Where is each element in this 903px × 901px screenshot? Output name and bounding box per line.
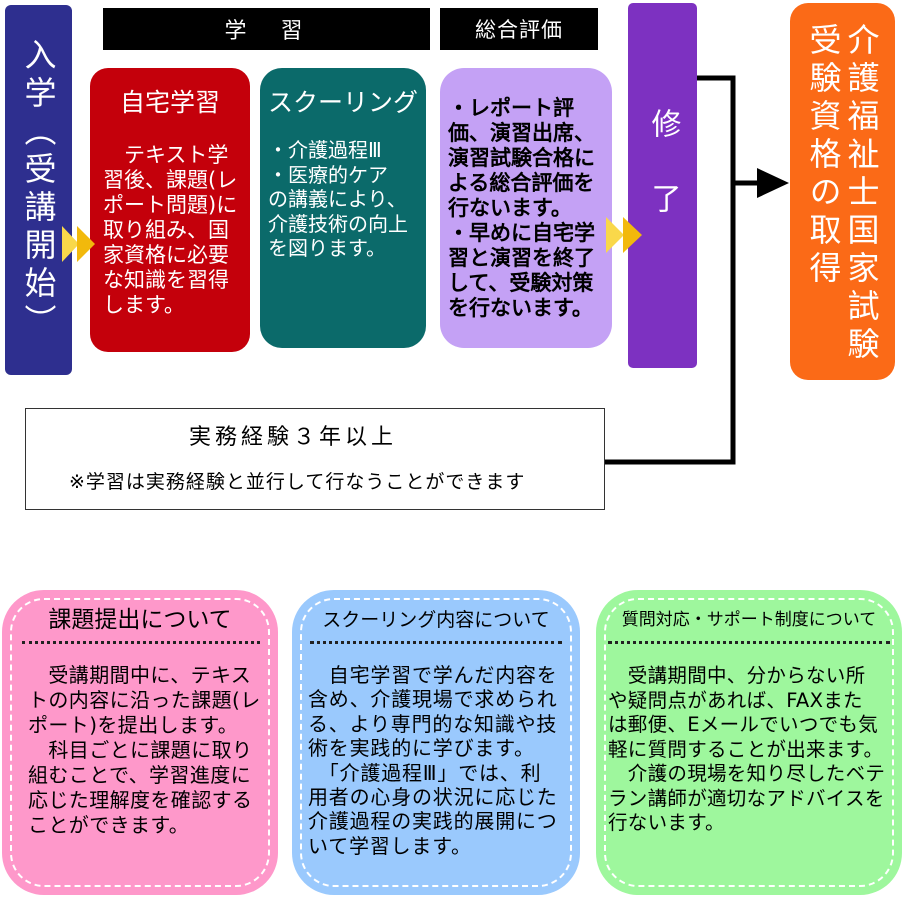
text-line: る、より専門的な知識や技	[308, 711, 558, 736]
text-line: 演習試験合格に	[448, 146, 595, 170]
text-line: して、受験対策	[448, 271, 594, 295]
completion-box: 修了	[628, 3, 697, 368]
dashed-frame	[604, 598, 894, 887]
work-experience-box: 実務経験３年以上 ※学習は実務経験と並行して行なうことができます	[25, 408, 605, 510]
text-line: 介護技術の向上	[268, 211, 408, 236]
text-line: 家資格に必要	[103, 243, 229, 267]
text-line: ・レポート評	[448, 96, 574, 120]
text-line: 価、演習出席、	[448, 121, 595, 145]
support-info-box: 質問対応・サポート制度について 受講期間中、分からない所や疑問点があれば、FAX…	[596, 590, 902, 895]
text-line: 含め、介護現場で求められ	[308, 687, 558, 712]
dashed-frame	[10, 598, 270, 887]
schooling-box: スクーリング ・介護過程Ⅲ・医療的ケアの講義により、介護技術の向上を図ります。	[260, 68, 426, 348]
text-line: 受講期間中、分からない所	[608, 664, 866, 687]
text-line: 受験資格の取得	[804, 23, 843, 289]
text-line: テキスト学	[103, 143, 229, 167]
qualification-label: 介護福祉士国家試験受験資格の取得	[805, 23, 881, 365]
text-line: 組むことで、学習進度に	[28, 763, 251, 787]
double-chevron-right-icon	[62, 226, 95, 262]
home-study-title: 自宅学習	[119, 88, 220, 117]
text-line: 軽に質問することが出来ます。	[608, 737, 884, 761]
evaluation-description: ・レポート評価、演習出席、演習試験合格による総合評価を行ないます。・早めに自宅学…	[448, 96, 595, 321]
text-line: 習と演習を終了	[448, 246, 595, 270]
arrow-right-icon	[757, 168, 789, 198]
title-divider	[22, 641, 260, 644]
evaluation-phase-header: 総合評価	[440, 8, 598, 50]
text-line: します。	[103, 293, 185, 317]
evaluation-box: ・レポート評価、演習出席、演習試験合格による総合評価を行ないます。・早めに自宅学…	[440, 68, 612, 348]
text-line: を図ります。	[268, 236, 386, 260]
schooling-description: ・介護過程Ⅲ・医療的ケアの講義により、介護技術の向上を図ります。	[268, 138, 408, 261]
schooling-info-text: 自宅学習で学んだ内容を含め、介護現場で求められる、より専門的な知識や技術を実践的…	[308, 663, 558, 858]
dashed-frame	[300, 598, 572, 887]
text-line: 行ないます。	[448, 196, 572, 220]
home-study-box: 自宅学習 テキスト学習後、課題(レポート問題)に取り組み、国家資格に必要な知識を…	[90, 68, 250, 352]
text-line: 介護福祉士国家試験	[842, 23, 881, 365]
text-line: の講義により、	[268, 187, 407, 211]
assignment-info-box: 課題提出について 受講期間中に、テキストの内容に沿った課題(レポート)を提出しま…	[2, 590, 278, 895]
text-line: 受講期間中に、テキス	[28, 663, 252, 687]
study-phase-header: 学 習	[103, 8, 430, 50]
double-chevron-right-icon	[606, 217, 642, 253]
text-line: ラン講師が適切なアドバイスを	[608, 786, 885, 810]
text-line: を行ないます。	[448, 296, 593, 320]
text-line: 術を実践的に学びます。	[308, 736, 535, 761]
schooling-info-title: スクーリング内容について	[322, 609, 550, 631]
text-line: 行ないます。	[608, 811, 725, 834]
text-line: ・医療的ケア	[268, 162, 388, 187]
title-divider	[310, 641, 562, 644]
text-line: な知識を習得	[103, 268, 229, 292]
title-divider	[608, 641, 890, 644]
text-line: ことができます。	[28, 813, 190, 837]
text-line: 用者の心身の状況に応じた	[308, 785, 558, 810]
completion-label: 修了	[645, 108, 681, 258]
text-line: いて学習します。	[308, 833, 472, 858]
assignment-info-text: 受講期間中に、テキストの内容に沿った課題(レポート)を提出します。 科目ごとに課…	[28, 663, 261, 838]
support-info-text: 受講期間中、分からない所や疑問点があれば、FAXまたは郵便、Eメールでいつでも気…	[608, 664, 885, 836]
enrollment-label: 入学（受講開始）	[19, 38, 58, 342]
text-line: ポート)を提出します。	[28, 713, 239, 737]
support-info-title: 質問対応・サポート制度について	[621, 610, 877, 630]
text-line: や疑問点があれば、FAXまた	[608, 688, 863, 712]
text-line: 介護過程の実践的展開につ	[308, 809, 558, 834]
text-line: ポート問題)に	[103, 193, 238, 217]
text-line: 科目ごとに課題に取り	[28, 738, 253, 762]
enrollment-box: 入学（受講開始）	[5, 5, 72, 375]
text-line: 習後、課題(レ	[103, 168, 238, 192]
text-line: 「介護過程Ⅲ」では、利	[308, 760, 542, 785]
text-line: よる総合評価を	[448, 171, 595, 195]
text-line: は郵便、Eメールでいつでも気	[608, 713, 879, 736]
study-phase-label: 学 習	[224, 19, 309, 44]
text-line: ・早めに自宅学	[448, 221, 595, 245]
schooling-info-box: スクーリング内容について 自宅学習で学んだ内容を含め、介護現場で求められる、より…	[292, 590, 580, 895]
text-line: 応じた理解度を確認する	[28, 788, 253, 812]
evaluation-phase-label: 総合評価	[475, 18, 563, 42]
text-line: 取り組み、国	[103, 218, 229, 242]
work-experience-note: ※学習は実務経験と並行して行なうことができます	[69, 471, 526, 493]
text-line: 自宅学習で学んだ内容を	[308, 663, 558, 687]
text-line: トの内容に沿った課題(レ	[28, 688, 261, 712]
assignment-info-title: 課題提出について	[48, 607, 232, 633]
text-line: ・介護過程Ⅲ	[268, 138, 382, 162]
text-line: 介護の現場を知り尽したベテ	[608, 762, 886, 785]
work-experience-title: 実務経験３年以上	[189, 425, 398, 450]
schooling-title: スクーリング	[267, 88, 418, 117]
qualification-box: 介護福祉士国家試験受験資格の取得	[790, 3, 895, 380]
home-study-description: テキスト学習後、課題(レポート問題)に取り組み、国家資格に必要な知識を習得します…	[103, 143, 237, 318]
